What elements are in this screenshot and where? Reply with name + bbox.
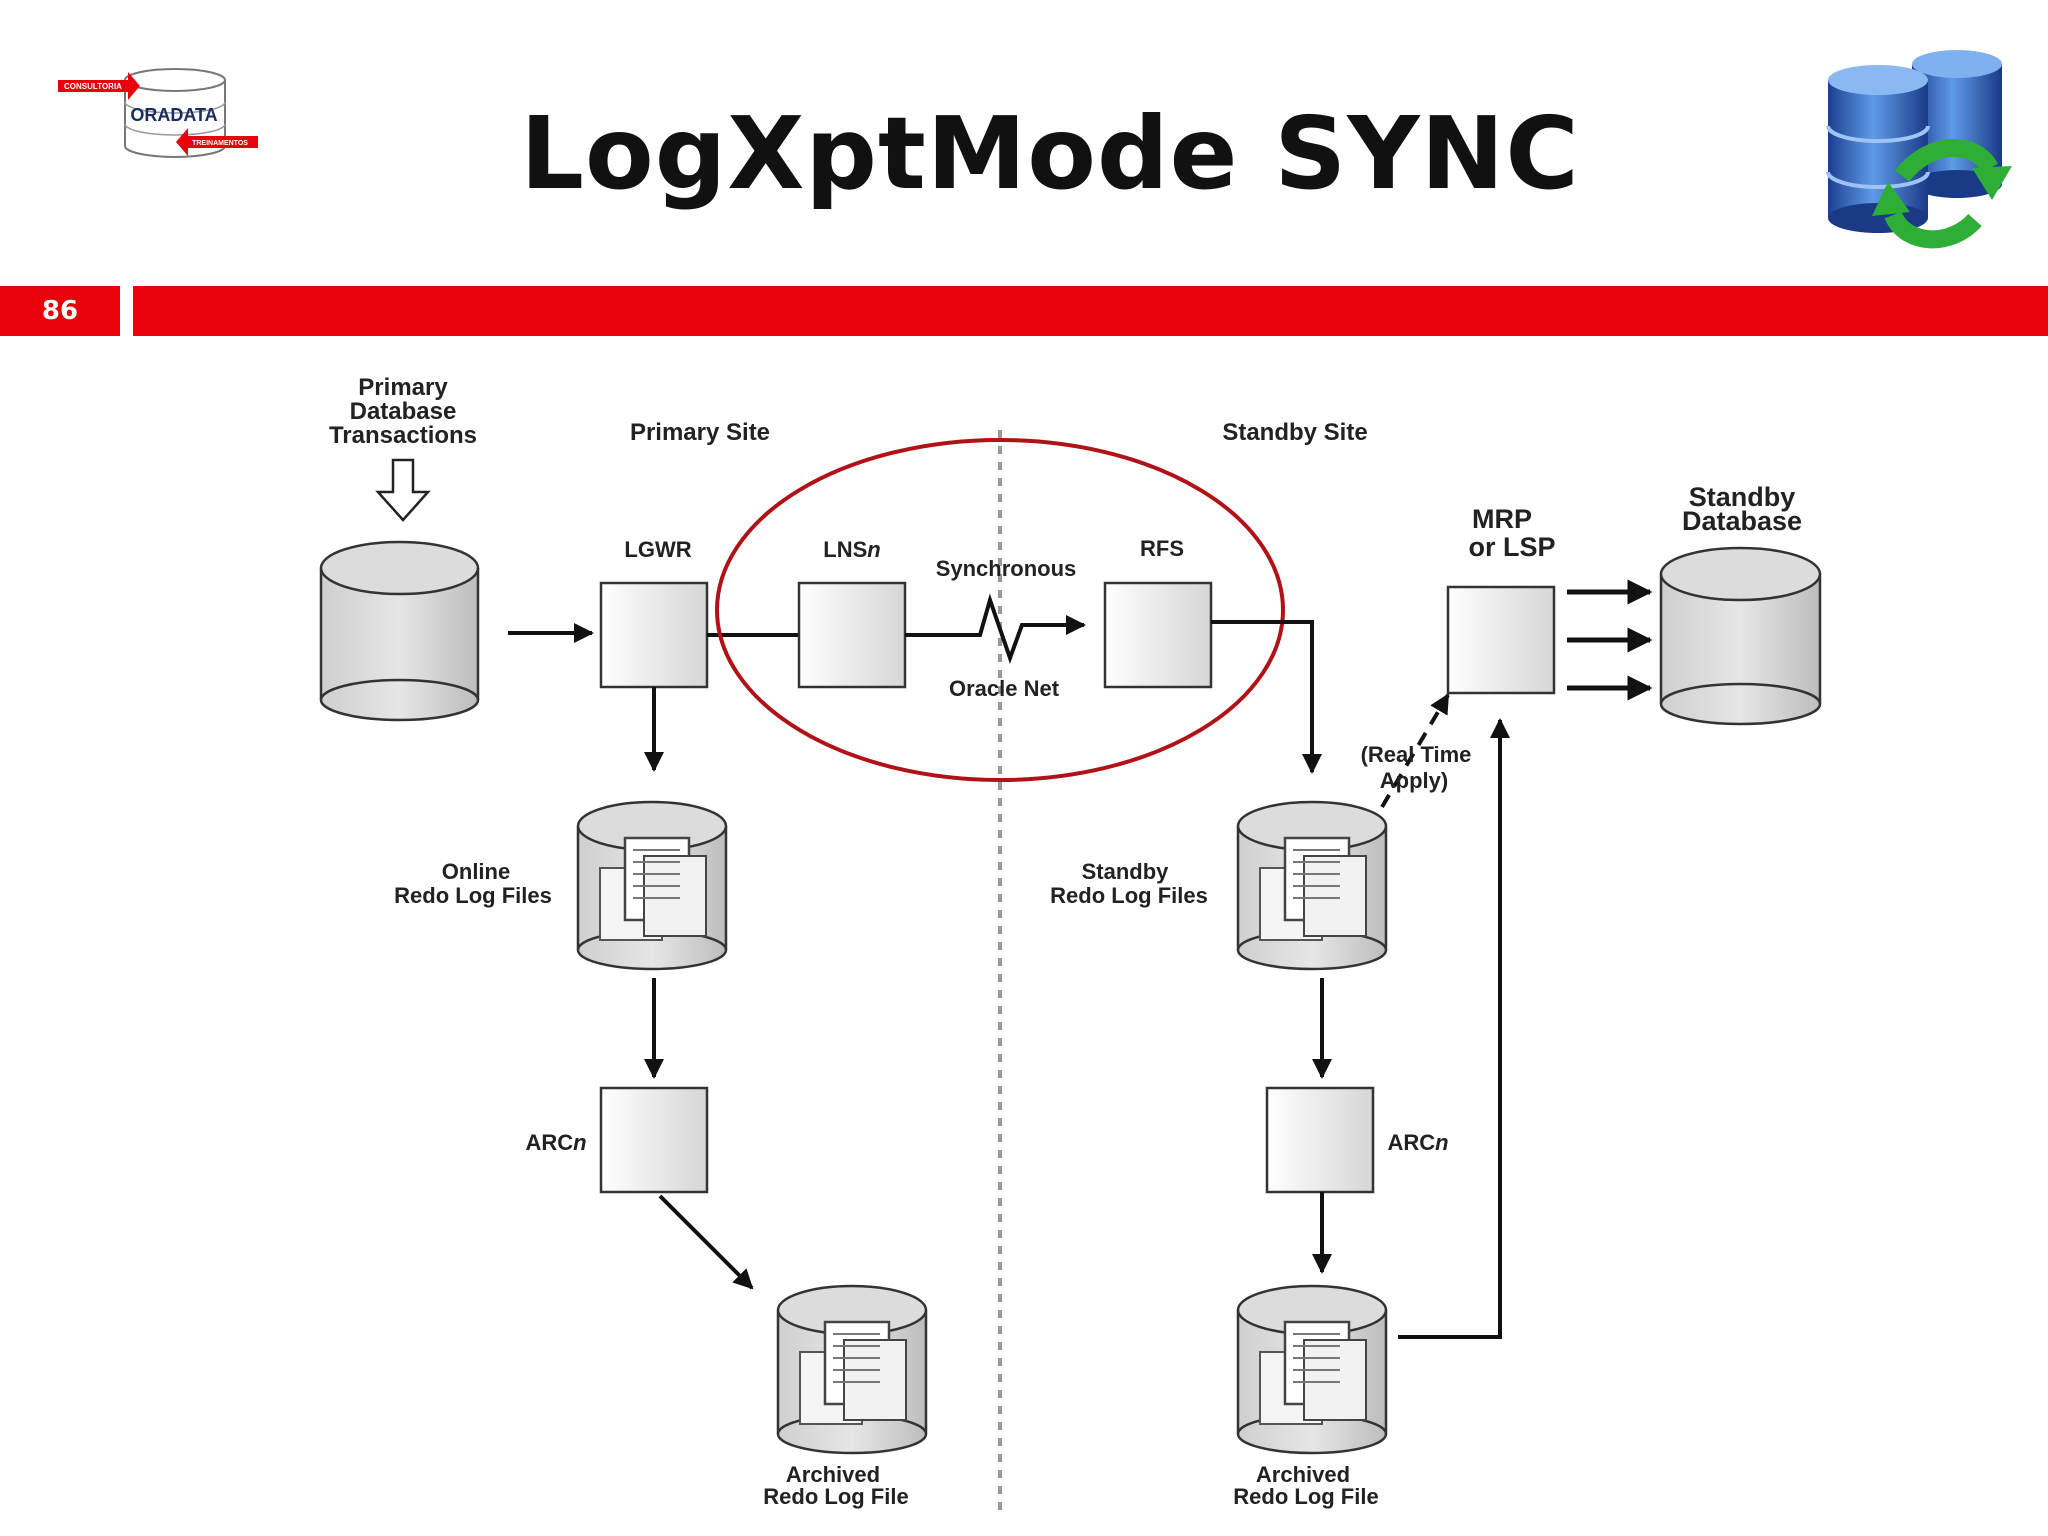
standby-database-cylinder [1659, 546, 1822, 726]
transactions-label-line-1: Primary [358, 374, 448, 401]
primary-site-label: Primary Site [630, 419, 770, 446]
arrow-rfs-to-standby-redo [1211, 620, 1322, 774]
standby-database-label-line-1: Standby [1689, 482, 1796, 512]
primary-archived-label-line-2: Redo Log File [763, 1484, 908, 1509]
real-time-apply-arrow [1380, 693, 1450, 809]
standby-archived-label-line-1: Archived [1256, 1462, 1350, 1487]
logo-top-tag: CONSULTORIA [64, 82, 122, 91]
oracle-net-label: Oracle Net [949, 676, 1060, 701]
database-sync-icon [1826, 50, 2012, 249]
lns-box [797, 581, 907, 689]
lns-label: LNSn [823, 537, 880, 562]
primary-database-cylinder [319, 540, 480, 722]
mrp-box [1446, 585, 1556, 695]
lgwr-box [599, 581, 709, 689]
logo-name: ORADATA [130, 105, 217, 125]
standby-redo-log-cylinder [1236, 800, 1388, 971]
real-time-apply-label-line-2: Apply) [1380, 768, 1448, 793]
online-redo-label-line-1: Online [442, 859, 510, 884]
arrow-arc-to-archived [658, 1194, 754, 1290]
down-outline-arrow-icon [375, 458, 431, 522]
primary-arc-box [599, 1086, 709, 1194]
standby-redo-label-line-1: Standby [1082, 859, 1170, 884]
online-redo-log-cylinder [576, 800, 728, 971]
primary-archived-redo-cylinder [776, 1284, 928, 1455]
oracle-net-link [905, 593, 1040, 664]
synchronous-highlight-circle [715, 438, 1285, 782]
primary-archived-label-line-1: Archived [786, 1462, 880, 1487]
mrp-label-line-1: MRP [1472, 504, 1532, 534]
standby-archived-label-line-2: Redo Log File [1233, 1484, 1378, 1509]
slide-title: LogXptMode SYNC [520, 95, 1580, 212]
standby-archived-redo-cylinder [1236, 1284, 1388, 1455]
transactions-label-line-2: Database [350, 398, 457, 425]
standby-arc-label: ARCn [1387, 1130, 1448, 1155]
page-number: 86 [0, 286, 120, 336]
real-time-apply-label-line-1: (Real Time [1361, 742, 1472, 767]
arrow-archived-to-mrp [1398, 718, 1510, 1339]
logo-bottom-tag: TREINAMENTOS [192, 140, 248, 147]
standby-site-label: Standby Site [1222, 419, 1367, 446]
mrp-label-line-2: or LSP [1468, 532, 1555, 562]
transactions-label-line-3: Transactions [329, 422, 477, 449]
lgwr-label: LGWR [624, 537, 691, 562]
oradata-logo-icon: CONSULTORIA ORADATA TREINAMENTOS [58, 68, 258, 158]
primary-arc-label: ARCn [525, 1130, 586, 1155]
header-bar [133, 286, 2048, 336]
synchronous-label: Synchronous [936, 556, 1077, 581]
rfs-label: RFS [1140, 536, 1184, 561]
rfs-box [1103, 581, 1213, 689]
online-redo-label-line-2: Redo Log Files [394, 883, 552, 908]
standby-redo-label-line-2: Redo Log Files [1050, 883, 1208, 908]
standby-arc-box [1265, 1086, 1375, 1194]
standby-database-label-line-2: Database [1682, 506, 1802, 536]
